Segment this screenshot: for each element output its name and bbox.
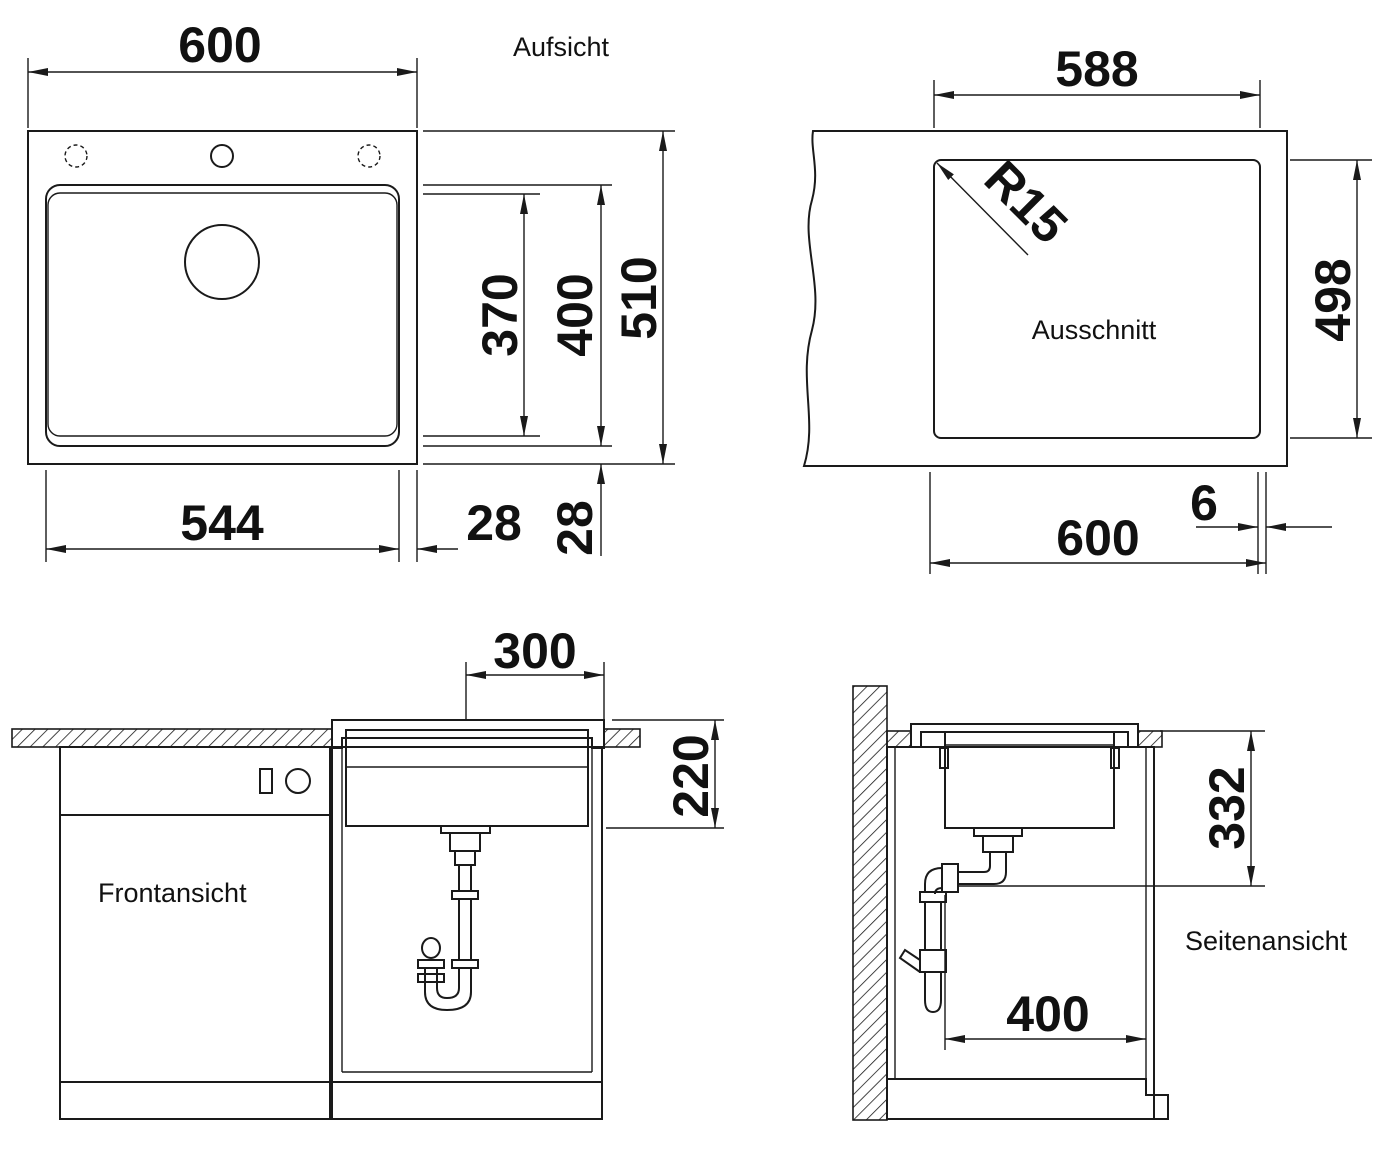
cabinet-right	[331, 746, 603, 1120]
dim-top-inner-depth: 400	[547, 273, 603, 356]
tap-hole-icon	[210, 144, 234, 168]
top-view-title: Aufsicht	[513, 32, 610, 62]
dim-top-rim-bottom: 28	[547, 500, 603, 556]
dim-cutout-width: 588	[1055, 41, 1138, 97]
rim-clip-icon	[1110, 747, 1120, 769]
control-knob-icon	[285, 768, 311, 794]
cutout-title: Ausschnitt	[1032, 315, 1157, 345]
top-sink-outline	[27, 130, 418, 465]
rim-clip-icon	[939, 747, 949, 769]
control-button-icon	[259, 768, 273, 794]
front-view: Frontansicht 300	[11, 623, 724, 1120]
siphon-icon	[417, 826, 491, 1012]
sink-bowl	[345, 729, 589, 827]
dim-front-height: 220	[663, 734, 719, 817]
cutout-opening	[933, 159, 1261, 439]
side-sink-bowl	[944, 732, 1115, 829]
countertop-back	[886, 730, 912, 748]
drain-icon	[184, 224, 260, 300]
wall	[852, 685, 888, 1121]
dim-side-drain-distance: 400	[1006, 986, 1089, 1042]
side-view: Seitenansicht 332 400	[852, 685, 1348, 1121]
countertop-front	[1137, 730, 1163, 748]
top-view: Aufsicht 600 544 28 370	[27, 17, 675, 562]
top-basin-inner	[47, 192, 398, 437]
dim-front-drain-offset: 300	[493, 623, 576, 679]
dim-cutout-radius: R15	[974, 150, 1078, 254]
countertop-right	[603, 728, 641, 748]
dim-cutout-sink-width: 600	[1056, 510, 1139, 566]
dim-side-height: 332	[1199, 766, 1255, 849]
sink-rim	[331, 719, 605, 749]
dim-top-total-depth: 510	[611, 256, 667, 339]
side-view-title: Seitenansicht	[1185, 926, 1348, 956]
dim-top-rim-right: 28	[466, 495, 522, 551]
tap-hole-optional-icon	[64, 144, 88, 168]
side-sink-rim	[910, 723, 1139, 748]
dim-cutout-depth: 498	[1305, 258, 1361, 341]
countertop-outline	[802, 130, 1288, 467]
dim-top-inner-width: 544	[180, 495, 264, 551]
cabinet-plinth	[887, 1078, 1169, 1120]
side-siphon-icon	[898, 828, 1023, 1014]
dim-cutout-offset: 6	[1190, 475, 1218, 531]
countertop-left	[11, 728, 333, 748]
radius-leader-line	[936, 162, 1029, 256]
cutout-view: Ausschnitt R15 588 498 600 6	[802, 41, 1372, 574]
tap-hole-optional-icon	[357, 144, 381, 168]
top-basin-outer	[45, 184, 400, 447]
front-view-title: Frontansicht	[98, 878, 247, 908]
cabinet-left	[59, 746, 331, 1120]
dim-top-width: 600	[178, 17, 261, 73]
dim-top-basin-depth: 370	[472, 273, 528, 356]
